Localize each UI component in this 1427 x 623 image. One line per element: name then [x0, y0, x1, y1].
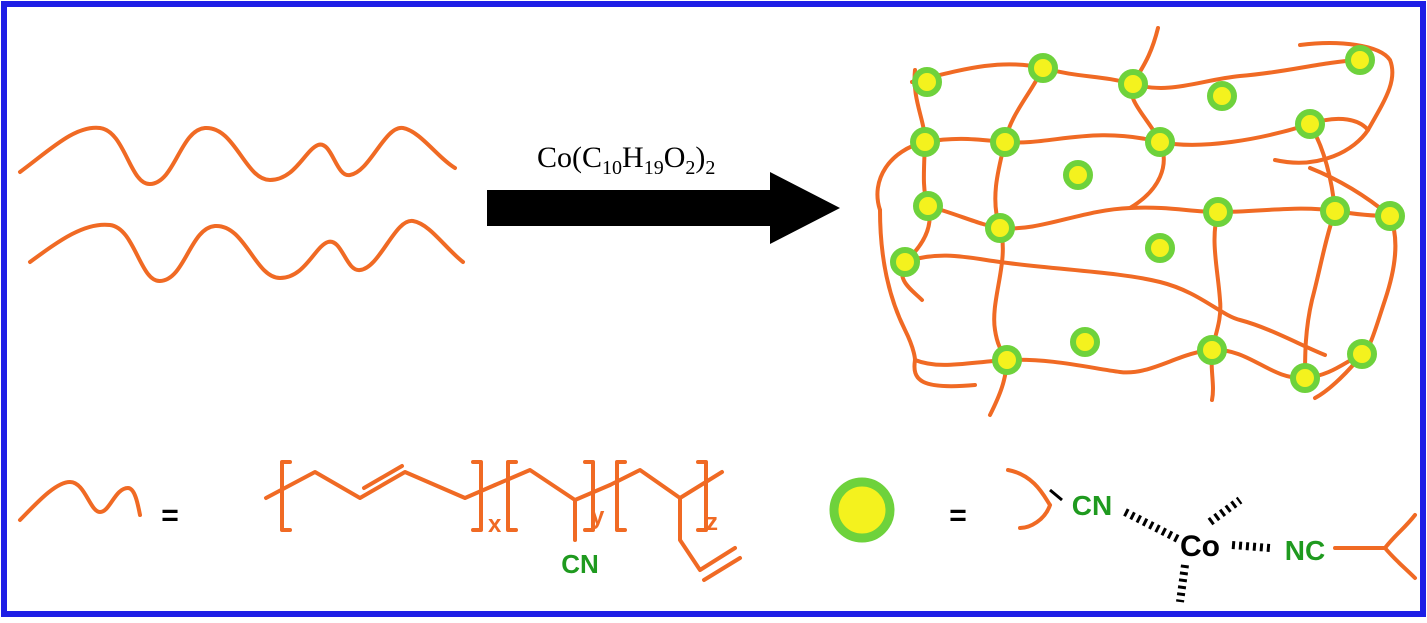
vinyl-double-bond: [702, 556, 742, 582]
crosslink-node: [1375, 201, 1405, 231]
repeat-label-x: x: [488, 511, 502, 538]
legend-equals-chain: =: [161, 499, 179, 532]
network-chain: [1273, 41, 1395, 165]
bracket-z-left: [615, 460, 627, 532]
crosslink-node: [1347, 339, 1377, 369]
crosslink-node: [1063, 160, 1093, 190]
bracket-y-left: [506, 460, 518, 532]
linear-polymer-chains: [18, 125, 465, 284]
crosslink-node: [1345, 45, 1375, 75]
bracket-z-right: [696, 460, 708, 532]
crosslink-node: [1028, 53, 1058, 83]
bracket-x-right: [471, 460, 483, 532]
network-chain: [1308, 166, 1398, 400]
crosslink-node: [1197, 335, 1227, 365]
crosslink-node: [1320, 196, 1350, 226]
crosslink-node: [890, 247, 920, 277]
crosslink-node: [992, 345, 1022, 375]
repeat-label-z: z: [706, 509, 718, 536]
crosslink-node: [1203, 197, 1233, 227]
hashed-bond-co-nc: [1231, 541, 1271, 552]
network-chain: [878, 208, 977, 389]
crosslink-node: [1145, 127, 1175, 157]
crosslink-nodes: [890, 45, 1405, 393]
polymer-chain-top: [18, 125, 457, 187]
vinyl-unit: [608, 468, 724, 500]
reagent-formula: Co(C10H19O2)2: [537, 141, 715, 179]
bond-to-cn: [1049, 488, 1063, 502]
vinyl-branch: [678, 496, 737, 572]
trans-double-bond: [362, 464, 404, 490]
crosslink-node: [1145, 233, 1175, 263]
polymer-chain-bottom: [28, 219, 465, 284]
crosslink-node: [1295, 109, 1325, 139]
acrylonitrile-unit: [493, 468, 612, 502]
crosslink-node: [913, 191, 943, 221]
cobalt-complex-structure: [1006, 468, 1417, 603]
hashed-bond-co-top: [1207, 496, 1243, 526]
network-chain: [903, 253, 1327, 357]
chain-end-right: [1333, 513, 1417, 580]
chain-end-left: [1006, 468, 1052, 530]
complex-co-label: Co: [1180, 530, 1220, 563]
network-chain: [1128, 26, 1166, 210]
repeat-label-y: y: [591, 503, 605, 530]
crosslink-node: [1290, 363, 1320, 393]
crosslink-node: [1207, 81, 1237, 111]
hashed-bond-cn-co: [1123, 508, 1182, 544]
complex-cn-label: CN: [1072, 490, 1112, 521]
crosslink-node: [1118, 69, 1148, 99]
bracket-y-right: [583, 460, 595, 532]
crosslink-node: [1070, 327, 1100, 357]
legend-chain-symbol: [18, 479, 142, 522]
crosslink-node: [912, 67, 942, 97]
network-chain: [1303, 209, 1337, 380]
crosslink-node: [990, 127, 1020, 157]
repeat-unit-structure: [264, 460, 742, 582]
bracket-x-left: [280, 460, 292, 532]
legend-equals-node: =: [949, 499, 967, 532]
hashed-bond-co-bottom: [1176, 564, 1189, 603]
legend-node-symbol: [829, 477, 895, 543]
nitrile-label: CN: [561, 549, 599, 579]
network-chain: [1209, 210, 1223, 402]
complex-nc-label: NC: [1285, 535, 1325, 566]
butadiene-unit: [264, 470, 497, 500]
reaction-arrow: [487, 172, 840, 244]
crosslink-node: [985, 213, 1015, 243]
crosslink-node: [910, 127, 940, 157]
